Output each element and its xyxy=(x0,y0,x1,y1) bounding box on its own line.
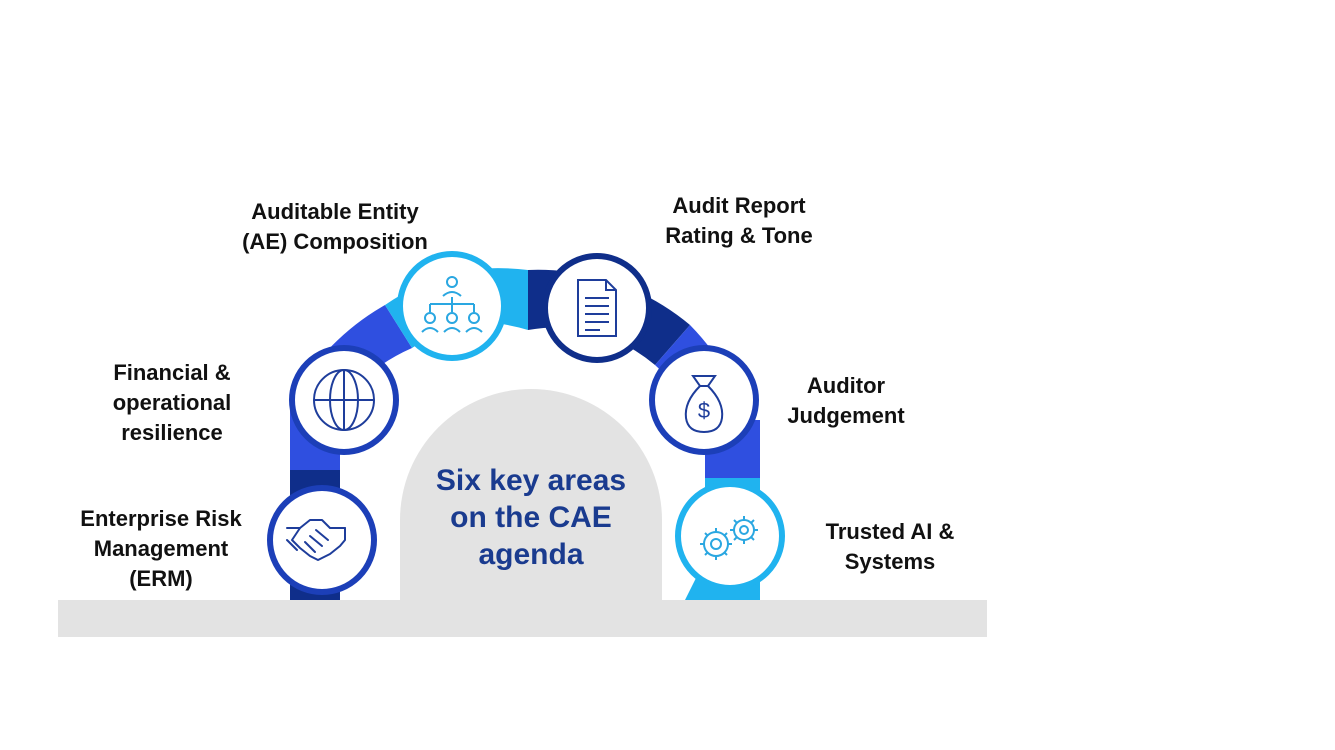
label-auditor-judgement: Auditor Judgement xyxy=(766,371,926,431)
label-ae-composition: Auditable Entity (AE) Composition xyxy=(215,197,455,257)
label-erm-line-2: Management xyxy=(93,536,229,561)
label-ae-line-2: (AE) Composition xyxy=(242,229,428,254)
globe-icon xyxy=(313,369,375,431)
area-circle-audit-report xyxy=(542,253,652,363)
handshake-icon xyxy=(286,519,346,561)
gears-icon xyxy=(700,516,758,560)
area-circle-trusted-ai xyxy=(675,481,785,591)
label-trusted-ai-line-1: Trusted AI & xyxy=(825,519,955,544)
center-title-line-1: Six key areas xyxy=(435,464,627,497)
center-title-line-2: on the CAE xyxy=(450,501,612,534)
area-circle-auditor-judgement: $ xyxy=(649,345,759,455)
center-title: Six key areas on the CAE agenda xyxy=(400,462,662,573)
label-resilience-line-3: resilience xyxy=(121,420,223,445)
label-erm: Enterprise Risk Management (ERM) xyxy=(54,504,268,594)
document-icon xyxy=(577,279,617,337)
label-ae-line-1: Auditable Entity xyxy=(251,199,419,224)
label-audit-report-line-1: Audit Report xyxy=(672,193,806,218)
center-title-line-3: agenda xyxy=(478,538,584,571)
label-resilience: Financial & operational resilience xyxy=(82,358,262,448)
label-audit-report-line-2: Rating & Tone xyxy=(665,223,813,248)
svg-text:$: $ xyxy=(698,398,710,423)
label-trusted-ai-line-2: Systems xyxy=(844,549,936,574)
area-circle-resilience xyxy=(289,345,399,455)
money-bag-icon: $ xyxy=(684,375,724,434)
org-chart-icon xyxy=(421,276,483,333)
base-bar xyxy=(58,600,987,637)
label-erm-line-1: Enterprise Risk xyxy=(80,506,242,531)
label-resilience-line-2: operational xyxy=(112,390,232,415)
label-erm-line-3: (ERM) xyxy=(129,566,193,591)
label-trusted-ai: Trusted AI & Systems xyxy=(800,517,980,577)
area-circle-ae-composition xyxy=(397,251,507,361)
center-dome xyxy=(400,389,662,600)
label-judgement-line-1: Auditor xyxy=(806,373,886,398)
label-audit-report: Audit Report Rating & Tone xyxy=(638,191,840,251)
label-resilience-line-1: Financial & xyxy=(113,360,231,385)
label-judgement-line-2: Judgement xyxy=(787,403,905,428)
area-circle-erm xyxy=(267,485,377,595)
